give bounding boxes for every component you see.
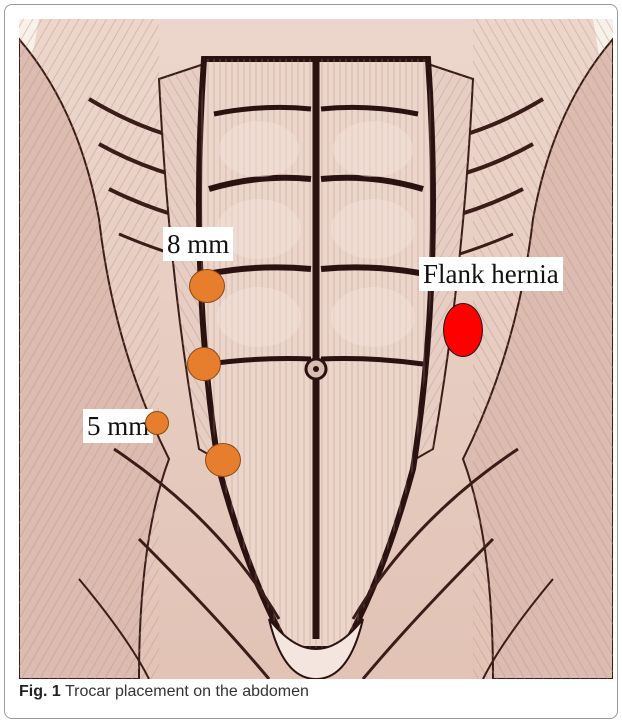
- label-8mm: 8 mm: [163, 227, 233, 261]
- figure-caption: Fig. 1 Trocar placement on the abdomen: [19, 683, 309, 701]
- trocar-marker-low: [205, 443, 241, 477]
- flank-hernia-marker: [443, 303, 483, 357]
- abdominal-muscle-illustration: [19, 19, 613, 679]
- figure-label: Fig. 1: [19, 683, 61, 700]
- figure-area: 8 mm 5 mm Flank hernia: [19, 19, 613, 679]
- trocar-8mm-marker: [189, 269, 225, 303]
- label-flank-hernia: Flank hernia: [419, 257, 563, 291]
- figure-frame: 8 mm 5 mm Flank hernia Fig. 1 Trocar pla…: [4, 4, 618, 719]
- label-5mm: 5 mm: [83, 409, 153, 443]
- trocar-marker-mid: [187, 347, 221, 381]
- caption-text: Trocar placement on the abdomen: [61, 683, 309, 700]
- trocar-5mm-marker: [145, 411, 169, 435]
